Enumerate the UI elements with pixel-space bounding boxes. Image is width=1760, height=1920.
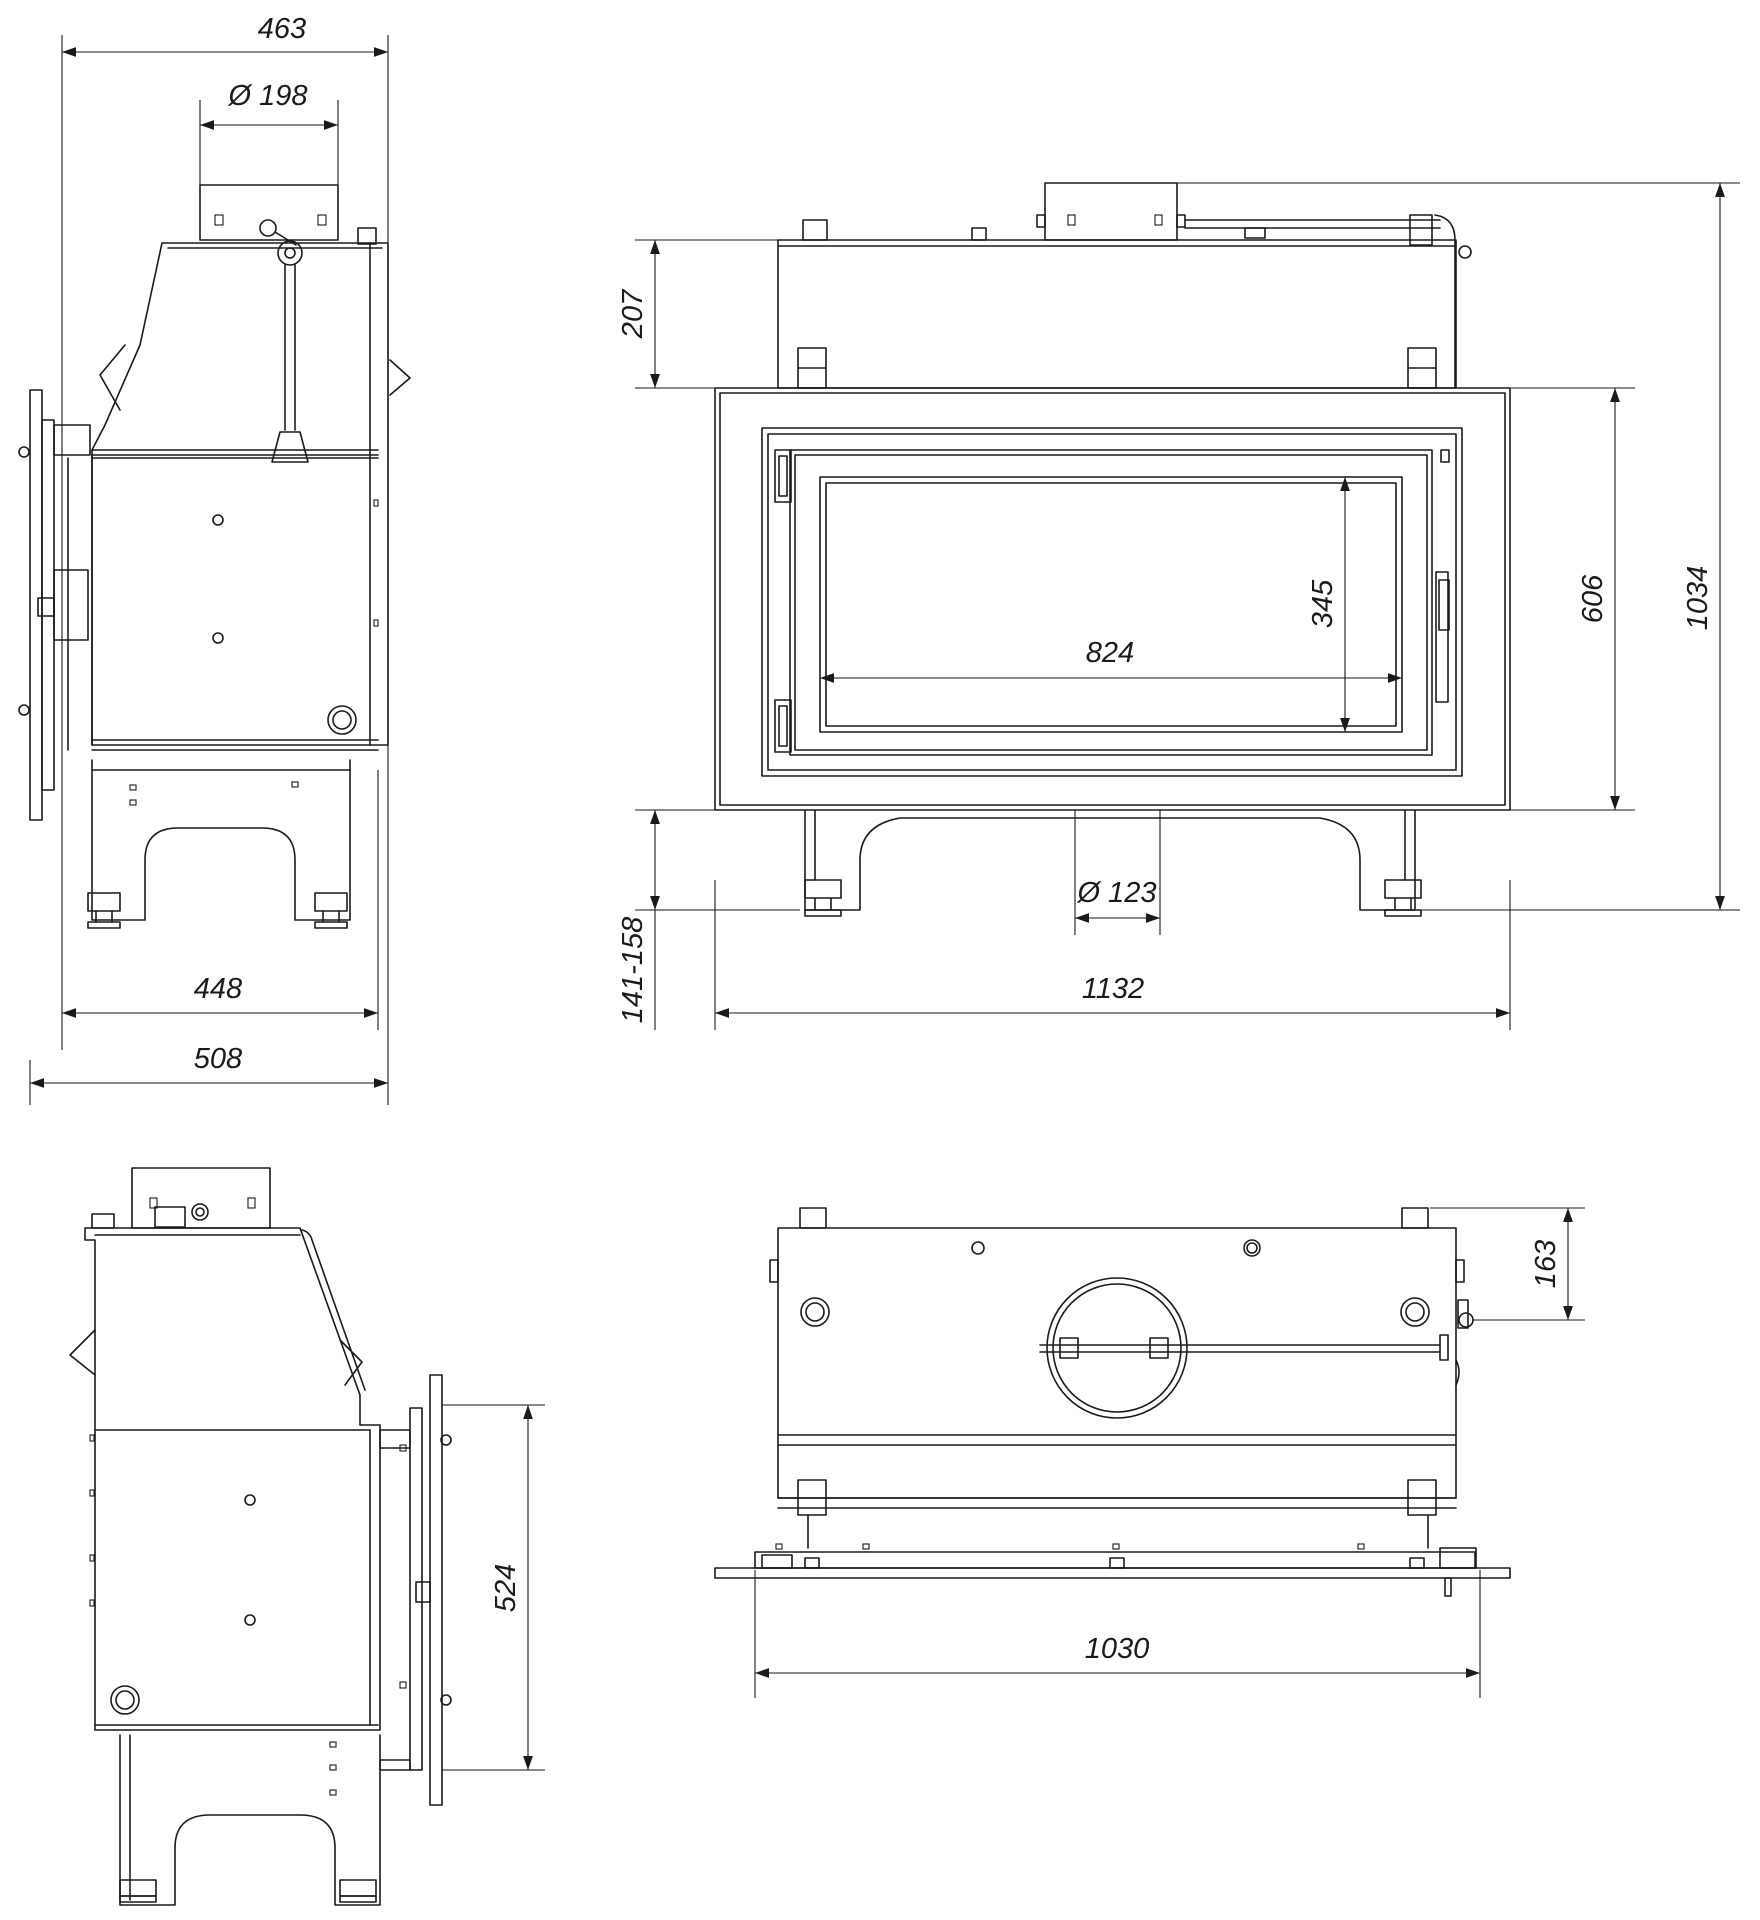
dim-top-width: 1030	[1085, 1633, 1150, 1665]
dim-front-top-height: 207	[617, 288, 649, 339]
leg-foot-right	[314, 892, 348, 929]
front-foot-right	[1384, 879, 1422, 917]
leg-foot-left	[87, 892, 121, 929]
dim-front-total-width: 1132	[1082, 973, 1144, 1005]
rear-side-view: 524	[69, 1167, 545, 1906]
dim-front-glass-height: 345	[1307, 579, 1339, 628]
dim-front-frame-height: 606	[1577, 574, 1609, 623]
dim-side-total-depth: 463	[258, 13, 306, 45]
dim-front-leg-height: 141-158	[617, 917, 649, 1023]
top-view: 163 1030	[714, 1207, 1585, 1698]
dim-front-air-diameter: Ø 123	[1077, 877, 1157, 909]
dim-side-flue-diameter: Ø 198	[228, 80, 308, 112]
front-foot-left	[804, 879, 842, 917]
dim-side-overall-depth: 508	[194, 1043, 242, 1075]
side-view: 463 Ø 198 448 508	[18, 13, 411, 1105]
dim-front-total-height: 1034	[1682, 566, 1714, 631]
dim-front-glass-width: 824	[1086, 637, 1134, 669]
dim-rear-side-height: 524	[490, 1564, 522, 1612]
rear-foot-right	[339, 1879, 377, 1903]
dim-side-base-depth: 448	[194, 973, 242, 1005]
front-view: 207 1034 606 345 824 Ø 123 141-158 1132	[617, 182, 1740, 1030]
rear-foot-left	[119, 1879, 157, 1903]
dim-top-offset: 163	[1530, 1240, 1562, 1288]
